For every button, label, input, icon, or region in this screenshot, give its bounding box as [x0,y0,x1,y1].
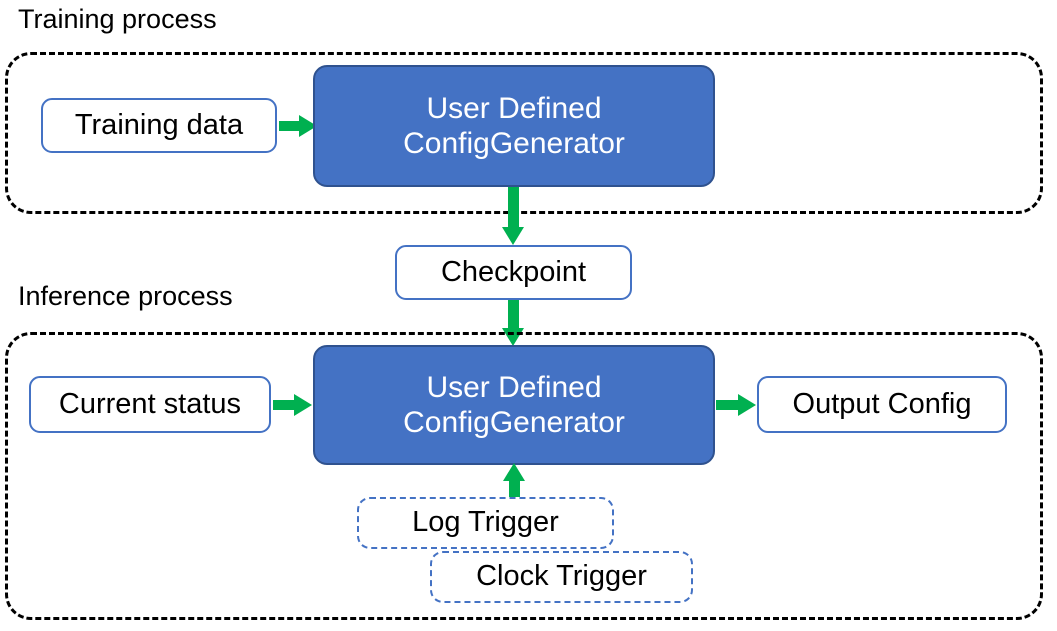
training-config-generator-box[interactable]: User Defined ConfigGenerator [313,65,715,187]
log-trigger-box[interactable]: Log Trigger [357,497,614,549]
checkpoint-box[interactable]: Checkpoint [395,245,632,300]
arrow-current-status-to-process [273,394,312,416]
inference-config-generator-box[interactable]: User Defined ConfigGenerator [313,345,715,465]
inference-process-caption: Inference process [18,281,233,311]
inference-config-generator-line2: ConfigGenerator [403,406,625,439]
arrow-training-data-to-process [279,115,317,137]
current-status-box[interactable]: Current status [29,376,271,433]
training-config-generator-line1: User Defined [426,91,602,125]
clock-trigger-box[interactable]: Clock Trigger [430,551,693,603]
arrow-training-process-to-checkpoint [502,187,524,245]
training-process-container [5,52,1043,214]
output-config-box[interactable]: Output Config [757,376,1007,433]
arrow-process-to-output-config [716,394,756,416]
training-config-generator-line2: ConfigGenerator [403,127,625,160]
training-process-caption: Training process [18,4,217,34]
inference-process-container [5,332,1043,620]
training-data-box[interactable]: Training data [41,98,277,153]
arrow-log-trigger-to-process [503,463,525,503]
inference-config-generator-line1: User Defined [426,370,602,404]
